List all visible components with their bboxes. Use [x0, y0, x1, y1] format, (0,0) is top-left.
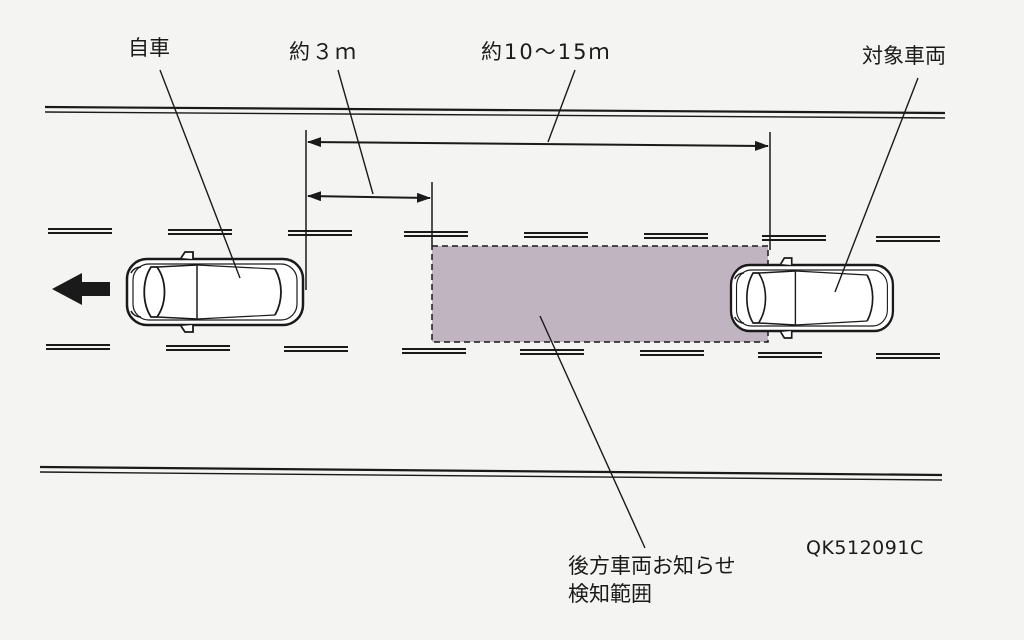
- detection-zone-label-line2: 検知範囲: [568, 582, 652, 607]
- detection-zone-label-line1: 後方車両お知らせ: [568, 554, 736, 578]
- dimension-arrow-short: [307, 191, 431, 203]
- leader-lines: [159, 69, 919, 549]
- target-vehicle-label: 対象車両: [862, 44, 946, 68]
- road-edge-bottom: [39, 465, 943, 481]
- detection-zone: [431, 245, 769, 343]
- own-vehicle-car-icon: [125, 250, 305, 334]
- figure-code: QK512091C: [806, 537, 924, 559]
- left-arrow-icon: [52, 273, 110, 305]
- target-vehicle-car-icon: [729, 256, 895, 340]
- lane-marking-upper: [48, 228, 940, 242]
- dimension-arrow-long: [307, 137, 769, 151]
- dimension-extension-lines: [305, 130, 771, 290]
- road-edge-top: [44, 105, 946, 119]
- distance-short-label: 約３ｍ: [289, 40, 358, 64]
- own-vehicle-label: 自車: [128, 36, 170, 60]
- detection-zone-label: 後方車両お知らせ 検知範囲: [568, 552, 736, 609]
- lane-marking-lower: [46, 344, 940, 359]
- distance-long-label: 約10～15ｍ: [481, 40, 612, 64]
